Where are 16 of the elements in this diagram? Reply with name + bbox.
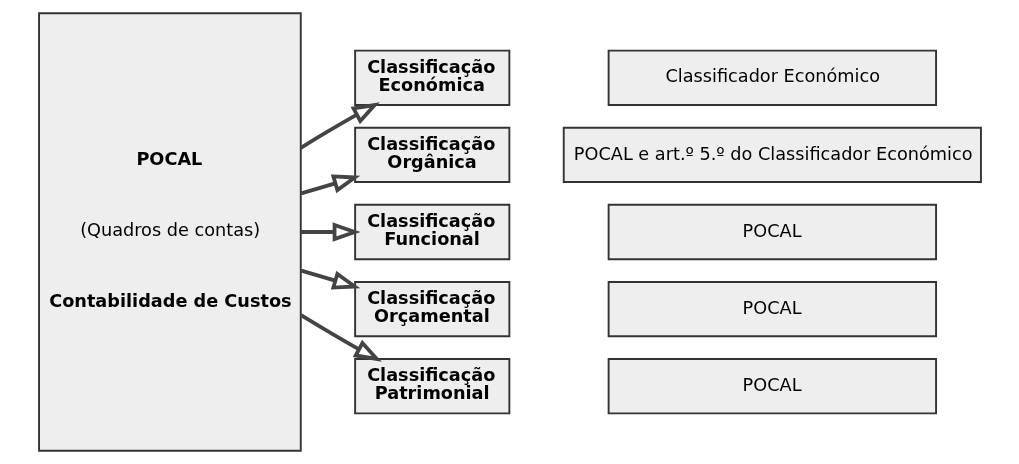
node-box: POCAL: [607, 358, 937, 415]
node-box: Classificação Orgânica: [353, 126, 510, 183]
node-box: POCAL e art.º 5.º do Classificador Económico: [562, 126, 982, 183]
node-box: Classificador Económico: [607, 49, 937, 106]
node-box: Classificação Funcional: [353, 203, 510, 261]
arrow: [300, 222, 360, 242]
node-box: Classificação Patrimonial: [353, 358, 510, 415]
node-box: Classificação Económica: [353, 49, 510, 106]
node-box: Classificação Orçamental: [353, 281, 510, 338]
arrow: [300, 174, 360, 196]
arrow: [299, 102, 380, 150]
node-box: POCAL: [607, 203, 937, 261]
node-box: POCAL: [607, 281, 937, 338]
arrow: [300, 268, 360, 290]
arrow: [299, 313, 382, 362]
node-box: POCAL (Quadros de contas) Contabilidade de Custos: [37, 12, 302, 452]
